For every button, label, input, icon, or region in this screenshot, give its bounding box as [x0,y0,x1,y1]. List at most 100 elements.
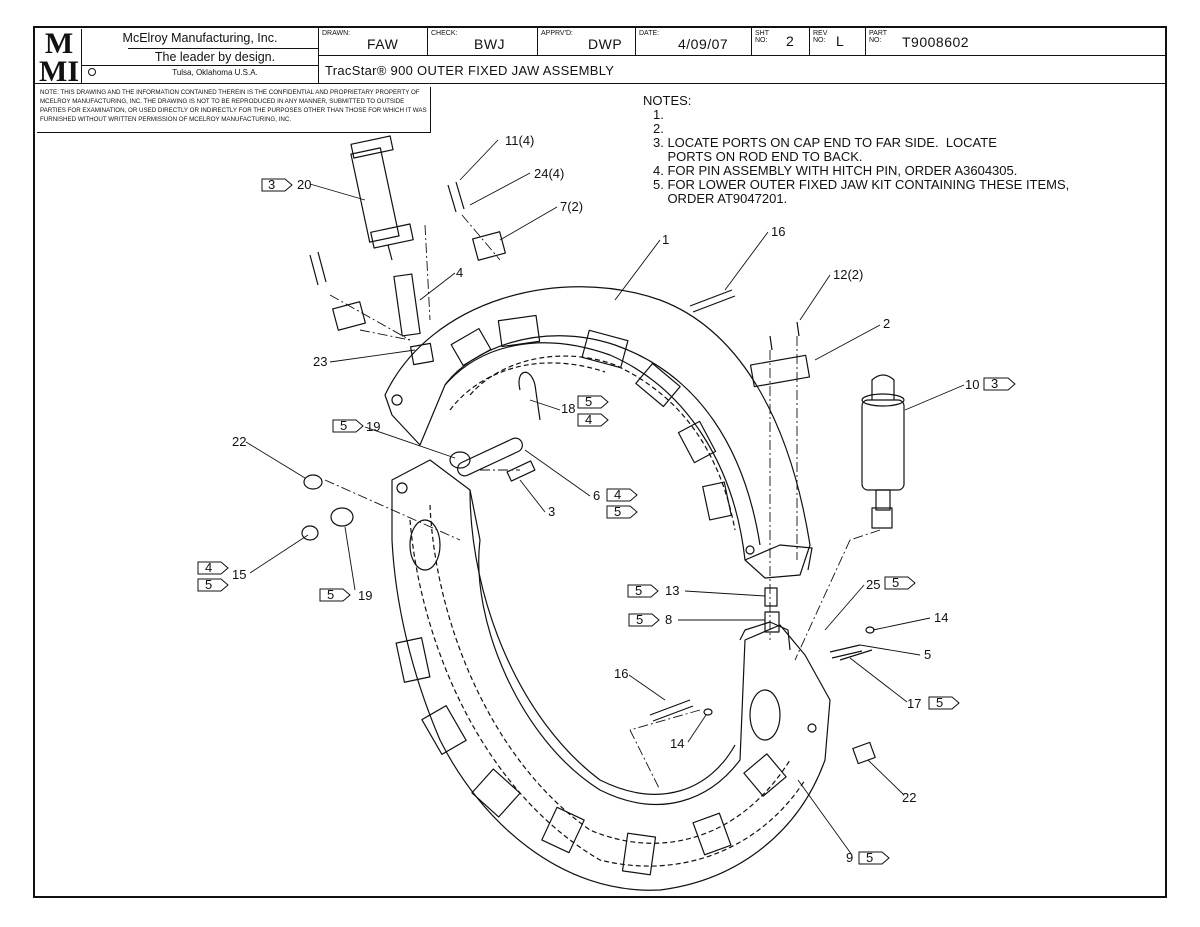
callout-6: 6 4 5 [593,487,638,519]
callout-15-flag: 4 [205,560,212,575]
part-value: T9008602 [902,34,970,50]
note-item: 3. LOCATE PORTS ON CAP END TO FAR SIDE. … [653,135,997,150]
note-item: 4. FOR PIN ASSEMBLY WITH HITCH PIN, ORDE… [653,163,1018,178]
callout-19a-label: 19 [366,419,380,434]
callout-18: 18 5 4 [561,394,609,427]
drawn-value: FAW [367,36,399,52]
callout-19a-flag: 5 [340,418,347,433]
company-block: McElroy Manufacturing, Inc. The leader b… [82,28,319,83]
callout-11-label: 11(4) [505,133,534,148]
callout-24-label: 24(4) [534,166,564,181]
rev-label: REVNo: [813,30,827,44]
part-label: PARTNo: [869,30,887,44]
callout-5-label: 5 [924,647,931,662]
part-label-2: No: [869,37,882,44]
callout-18-flag2: 4 [585,412,592,427]
date-cell: DATE: 4/09/07 [636,28,752,56]
note-item: 1. [653,107,664,122]
callout-22a-label: 22 [232,434,246,449]
callout-13-label: 13 [665,583,679,598]
rev-cell: REVNo: L [810,28,866,56]
company-name: McElroy Manufacturing, Inc. [122,31,278,45]
rev-label-1: REV [813,30,828,37]
callout-15: 4 5 15 [197,560,246,592]
callout-18-label: 18 [561,401,575,416]
callout-14b-label: 14 [670,736,684,751]
part-cell: PARTNo: T9008602 [866,28,1167,56]
callout-17: 17 5 [907,695,960,711]
callout-8-flag: 5 [636,612,643,627]
callout-18-flag: 5 [585,394,592,409]
callout-2-label: 2 [883,316,890,331]
logo-mark: M MI [39,27,79,88]
company-location: Tulsa, Oklahoma U.S.A. [172,68,258,77]
callout-3-label: 3 [548,504,555,519]
sheet-label-2: No: [755,37,768,44]
drawn-label: DRAWN: [322,30,351,37]
company-slogan: The leader by design. [154,50,276,64]
callout-19b-flag: 5 [327,587,334,602]
callout-17-label: 17 [907,696,921,711]
callout-22b-label: 22 [902,790,916,805]
callout-9-label: 9 [846,850,853,865]
callout-25: 25 5 [866,575,916,592]
callout-13-flag: 5 [635,583,642,598]
apprvd-value: DWP [588,36,623,52]
callout-6-flag: 4 [614,487,621,502]
callout-10: 10 3 [965,376,1016,392]
upper-jaw-ring [384,286,813,579]
callout-14a-label: 14 [934,610,948,625]
callout-16-label: 16 [771,224,785,239]
note-item: 2. [653,121,664,136]
drawing-sheet: M MI McElroy Manufacturing, Inc. The lea… [33,26,1167,898]
check-value: BWJ [474,36,506,52]
callout-6-flag2: 5 [614,504,621,519]
callout-19b-label: 19 [358,588,372,603]
sheet-label-1: SHT [755,30,769,37]
hardware-parts [301,181,876,765]
assembly-lines [324,214,881,791]
assembly-title: TracStar® 900 OUTER FIXED JAW ASSEMBLY [325,63,615,78]
note-item: PORTS ON ROD END TO BACK. [653,149,863,164]
callout-16b-label: 16 [614,666,628,681]
callout-13: 5 13 [627,583,679,598]
check-label: CHECK: [431,30,458,37]
date-value: 4/09/07 [678,36,729,52]
callout-8: 5 8 [628,612,672,627]
callout-8-label: 8 [665,612,672,627]
drawn-cell: DRAWN: FAW [319,28,428,56]
lower-jaw [391,459,831,891]
logo: M MI [37,27,82,88]
callout-20-label: 20 [297,177,311,192]
callout-7-label: 7(2) [560,199,583,214]
rev-label-2: No: [813,37,826,44]
sheet-label: SHTNo: [755,30,769,44]
callout-19a: 5 19 [332,418,380,434]
callout-1-label: 1 [662,232,669,247]
callouts: 3 20 11(4) 24(4) 7(2) 1 16 12(2) 2 10 3 … [197,133,1016,865]
cylinder-20 [350,135,414,261]
sheet-value: 2 [786,33,795,49]
callout-12-label: 12(2) [833,267,863,282]
callout-9-flag: 5 [866,850,873,865]
note-item: ORDER AT9047201. [653,191,788,206]
note-item: 5. FOR LOWER OUTER FIXED JAW KIT CONTAIN… [653,177,1070,192]
notes-heading: NOTES: [643,93,692,108]
part-label-1: PART [869,30,888,37]
callout-9: 9 5 [846,850,890,865]
confidential-note: NOTE: THIS DRAWING AND THE INFORMATION C… [37,87,431,133]
logo-text-mi: MI [39,55,79,83]
callout-15-flag2: 5 [205,577,212,592]
callout-25-label: 25 [866,577,880,592]
check-cell: CHECK: BWJ [428,28,538,56]
apprvd-cell: APPRV'D: DWP [538,28,636,56]
apprvd-label: APPRV'D: [541,30,573,37]
callout-23-label: 23 [313,354,327,369]
callout-20: 3 20 [261,177,311,192]
callout-10-flag: 3 [991,376,998,391]
logo-text-m: M [45,29,73,60]
leader-lines [245,139,965,856]
callout-20-flag: 3 [268,177,275,192]
notes-block: NOTES: 1. 2. 3. LOCATE PORTS ON CAP END … [643,94,1069,206]
